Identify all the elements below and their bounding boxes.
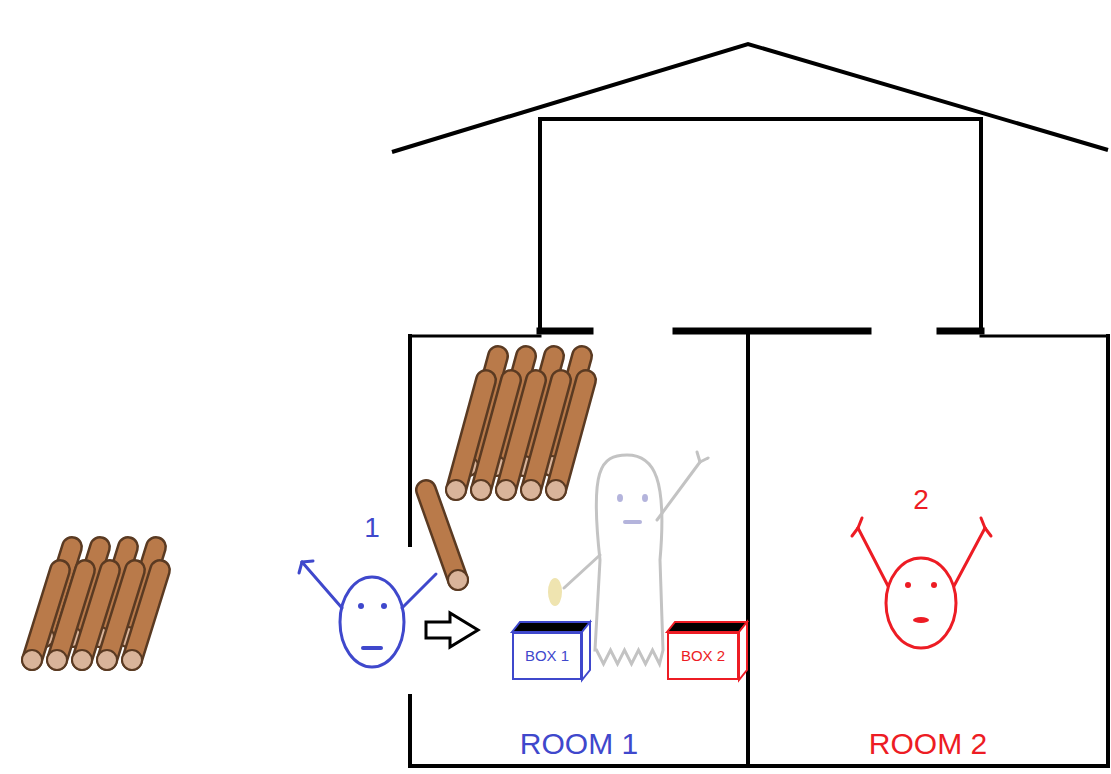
box-label: BOX 1 bbox=[525, 648, 569, 665]
storage-box: BOX 1 bbox=[512, 632, 582, 680]
wall-line bbox=[410, 764, 1108, 768]
person-arm bbox=[402, 574, 436, 608]
log-end bbox=[22, 650, 42, 670]
carried-log bbox=[426, 490, 468, 590]
person-head bbox=[886, 558, 956, 648]
log-end bbox=[122, 650, 142, 670]
person-arm bbox=[858, 528, 888, 586]
person-eye bbox=[381, 603, 387, 609]
house-walls bbox=[392, 44, 1108, 766]
upper-room-wall bbox=[540, 119, 981, 330]
log-end bbox=[72, 650, 92, 670]
box-side bbox=[739, 622, 747, 680]
wall-line bbox=[981, 335, 1108, 338]
ghost-body bbox=[595, 455, 663, 664]
log-body bbox=[556, 380, 586, 490]
person-arm bbox=[302, 562, 342, 608]
log-outline bbox=[132, 570, 160, 660]
wall-line bbox=[940, 328, 981, 335]
wall-line bbox=[410, 335, 540, 338]
person-head bbox=[340, 577, 404, 667]
gold-coin bbox=[548, 578, 562, 606]
log bbox=[546, 380, 586, 500]
callout-number: 1 bbox=[352, 514, 392, 542]
log-end bbox=[471, 480, 491, 500]
log-end bbox=[97, 650, 117, 670]
ghost-hand bbox=[700, 458, 708, 462]
person-mouth bbox=[363, 646, 381, 650]
log-end bbox=[496, 480, 516, 500]
room-area: ROOM 1 BOX 1 BOX 2 bbox=[410, 336, 748, 766]
log-end bbox=[47, 650, 67, 670]
person-hand bbox=[858, 518, 862, 528]
log-end bbox=[446, 480, 466, 500]
storage-box: BOX 2 bbox=[667, 632, 739, 680]
box-top bbox=[667, 622, 747, 632]
room-label: ROOM 1 bbox=[410, 727, 748, 760]
wall-line bbox=[676, 328, 868, 335]
log-outline bbox=[426, 490, 458, 580]
roof-line bbox=[392, 44, 1108, 152]
person-eye bbox=[358, 603, 364, 609]
wall-line bbox=[746, 336, 750, 766]
wall-line bbox=[540, 328, 590, 335]
hollow-arrow bbox=[426, 613, 478, 647]
ghost-hand bbox=[697, 452, 700, 462]
log-end bbox=[546, 480, 566, 500]
ghost-mouth bbox=[625, 520, 640, 524]
person-eye bbox=[931, 582, 937, 588]
person-eye bbox=[905, 582, 911, 588]
wall-line bbox=[1106, 336, 1110, 766]
log bbox=[122, 570, 160, 670]
wall-line bbox=[408, 696, 412, 766]
box-label: BOX 2 bbox=[681, 648, 725, 665]
box-lid bbox=[667, 622, 747, 680]
ghost-arm bbox=[657, 462, 700, 520]
log bbox=[426, 490, 468, 590]
log-outline bbox=[556, 380, 586, 490]
box-lid bbox=[512, 622, 590, 680]
person-hand bbox=[981, 518, 985, 528]
log-body bbox=[132, 570, 160, 660]
ghost-arm bbox=[564, 555, 600, 588]
callout-number: 2 bbox=[901, 486, 941, 514]
person-mouth bbox=[913, 617, 929, 623]
ghost-eye bbox=[642, 494, 648, 502]
log-end bbox=[448, 570, 468, 590]
log-pile bbox=[22, 547, 160, 670]
person-figure bbox=[299, 561, 436, 667]
room-label: ROOM 2 bbox=[748, 727, 1108, 760]
ghost-eye bbox=[617, 494, 623, 502]
box-side bbox=[582, 622, 590, 680]
room-area: ROOM 2 bbox=[748, 336, 1108, 766]
wall-line bbox=[408, 336, 412, 545]
person-hand bbox=[302, 561, 313, 562]
log-body bbox=[426, 490, 458, 580]
person-figure bbox=[852, 518, 991, 648]
person-arm bbox=[954, 528, 985, 586]
log-end bbox=[521, 480, 541, 500]
log-pile bbox=[446, 356, 586, 500]
person-hand bbox=[299, 562, 302, 573]
box-top bbox=[512, 622, 590, 632]
